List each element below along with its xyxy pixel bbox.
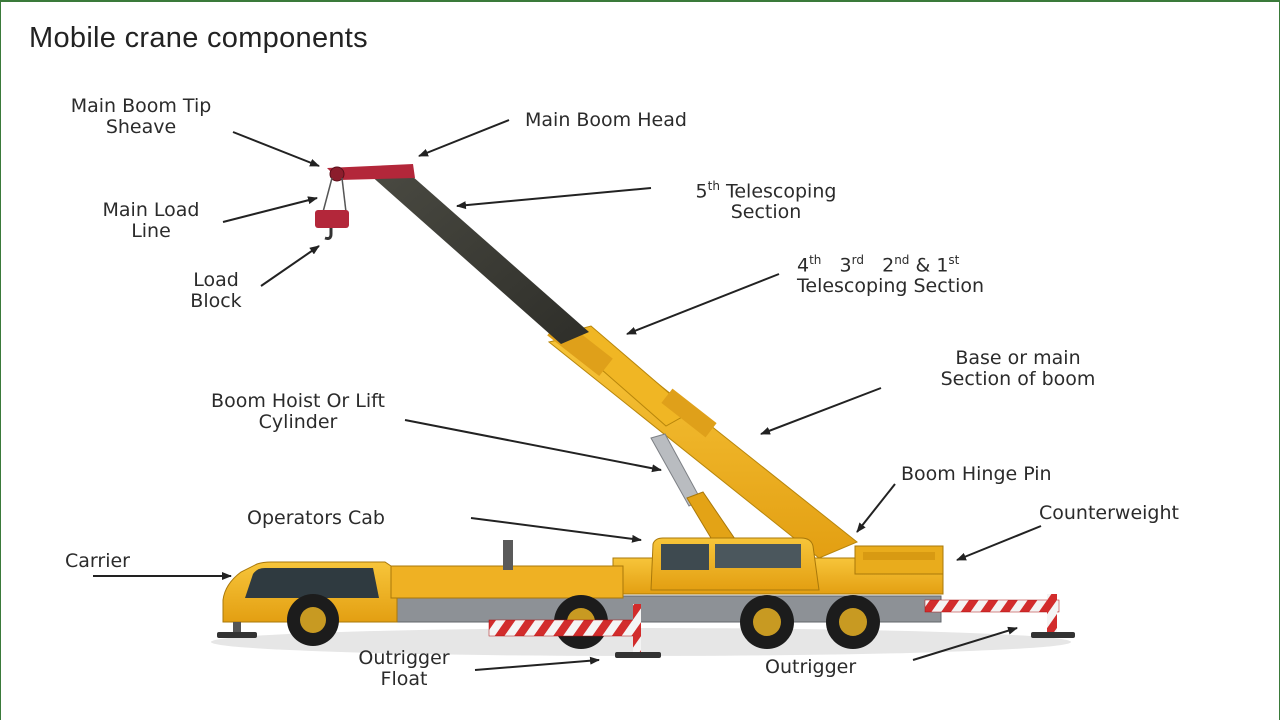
arrow-load-line [222, 196, 318, 223]
wheel-rear-2 [826, 595, 880, 649]
arrow-load-block [260, 245, 320, 287]
label-carrier: Carrier [65, 550, 130, 572]
wheel-front [287, 594, 339, 646]
label-operators-cab: Operators Cab [247, 507, 385, 529]
load-line-right [341, 177, 347, 213]
label-main-boom-head: Main Boom Head [525, 109, 687, 131]
arrow-hinge-pin [856, 483, 896, 533]
arrow-counterweight [956, 525, 1042, 561]
tip-sheave [329, 166, 345, 182]
outrigger-float-right [1031, 632, 1075, 638]
wheel-rear-1 [740, 595, 794, 649]
counterweight-grille [863, 552, 935, 560]
outrigger-beam-left [488, 619, 640, 637]
label-counterweight: Counterweight [1039, 502, 1179, 524]
boom-collar-2 [661, 388, 717, 438]
exhaust-stack [503, 540, 513, 570]
arrow-boom-head [418, 119, 510, 157]
boom-head [327, 164, 415, 180]
label-fifth-telescoping-section: 5th Telescoping Section [695, 179, 837, 224]
arrow-tip-sheave [232, 131, 320, 167]
arrow-other-sections [626, 273, 780, 335]
diagram-title: Mobile crane components [29, 22, 368, 54]
outrigger-jack-right [1047, 594, 1057, 634]
carrier-cab-windshield [245, 568, 379, 598]
operators-cab-window [661, 544, 709, 570]
arrow-outrigger-float [474, 656, 600, 671]
arrow-base-section [760, 387, 882, 435]
carrier-deck [390, 565, 624, 599]
label-outrigger-float: Outrigger Float [358, 647, 450, 690]
operators-cab-window-2 [715, 544, 801, 568]
arrow-operators-cab [470, 517, 642, 543]
outrigger-jack-left [633, 604, 641, 654]
label-other-telescoping-sections: 4th 3rd 2nd & 1st Telescoping Section [797, 253, 985, 298]
hook [324, 228, 333, 240]
boom-fifth-section [369, 168, 589, 344]
outrigger-float-front [217, 632, 257, 638]
label-main-boom-tip-sheave: Main Boom Tip Sheave [70, 95, 212, 138]
label-boom-hinge-pin: Boom Hinge Pin [901, 463, 1052, 485]
label-outrigger: Outrigger [765, 656, 857, 678]
label-base-section-of-boom: Base or main Section of boom [940, 347, 1096, 390]
outrigger-jack-front [233, 622, 241, 634]
label-load-block: Load Block [190, 269, 242, 312]
arrow-outrigger [912, 626, 1018, 661]
load-block [315, 210, 349, 228]
outrigger-float-left [615, 652, 661, 658]
label-boom-hoist-cylinder: Boom Hoist Or Lift Cylinder [211, 390, 385, 433]
outrigger-beam-right [924, 599, 1060, 613]
load-line-left [322, 177, 333, 213]
arrow-fifth-section [456, 187, 652, 210]
label-main-load-line: Main Load Line [102, 199, 200, 242]
arrow-hoist-cylinder [404, 419, 662, 473]
